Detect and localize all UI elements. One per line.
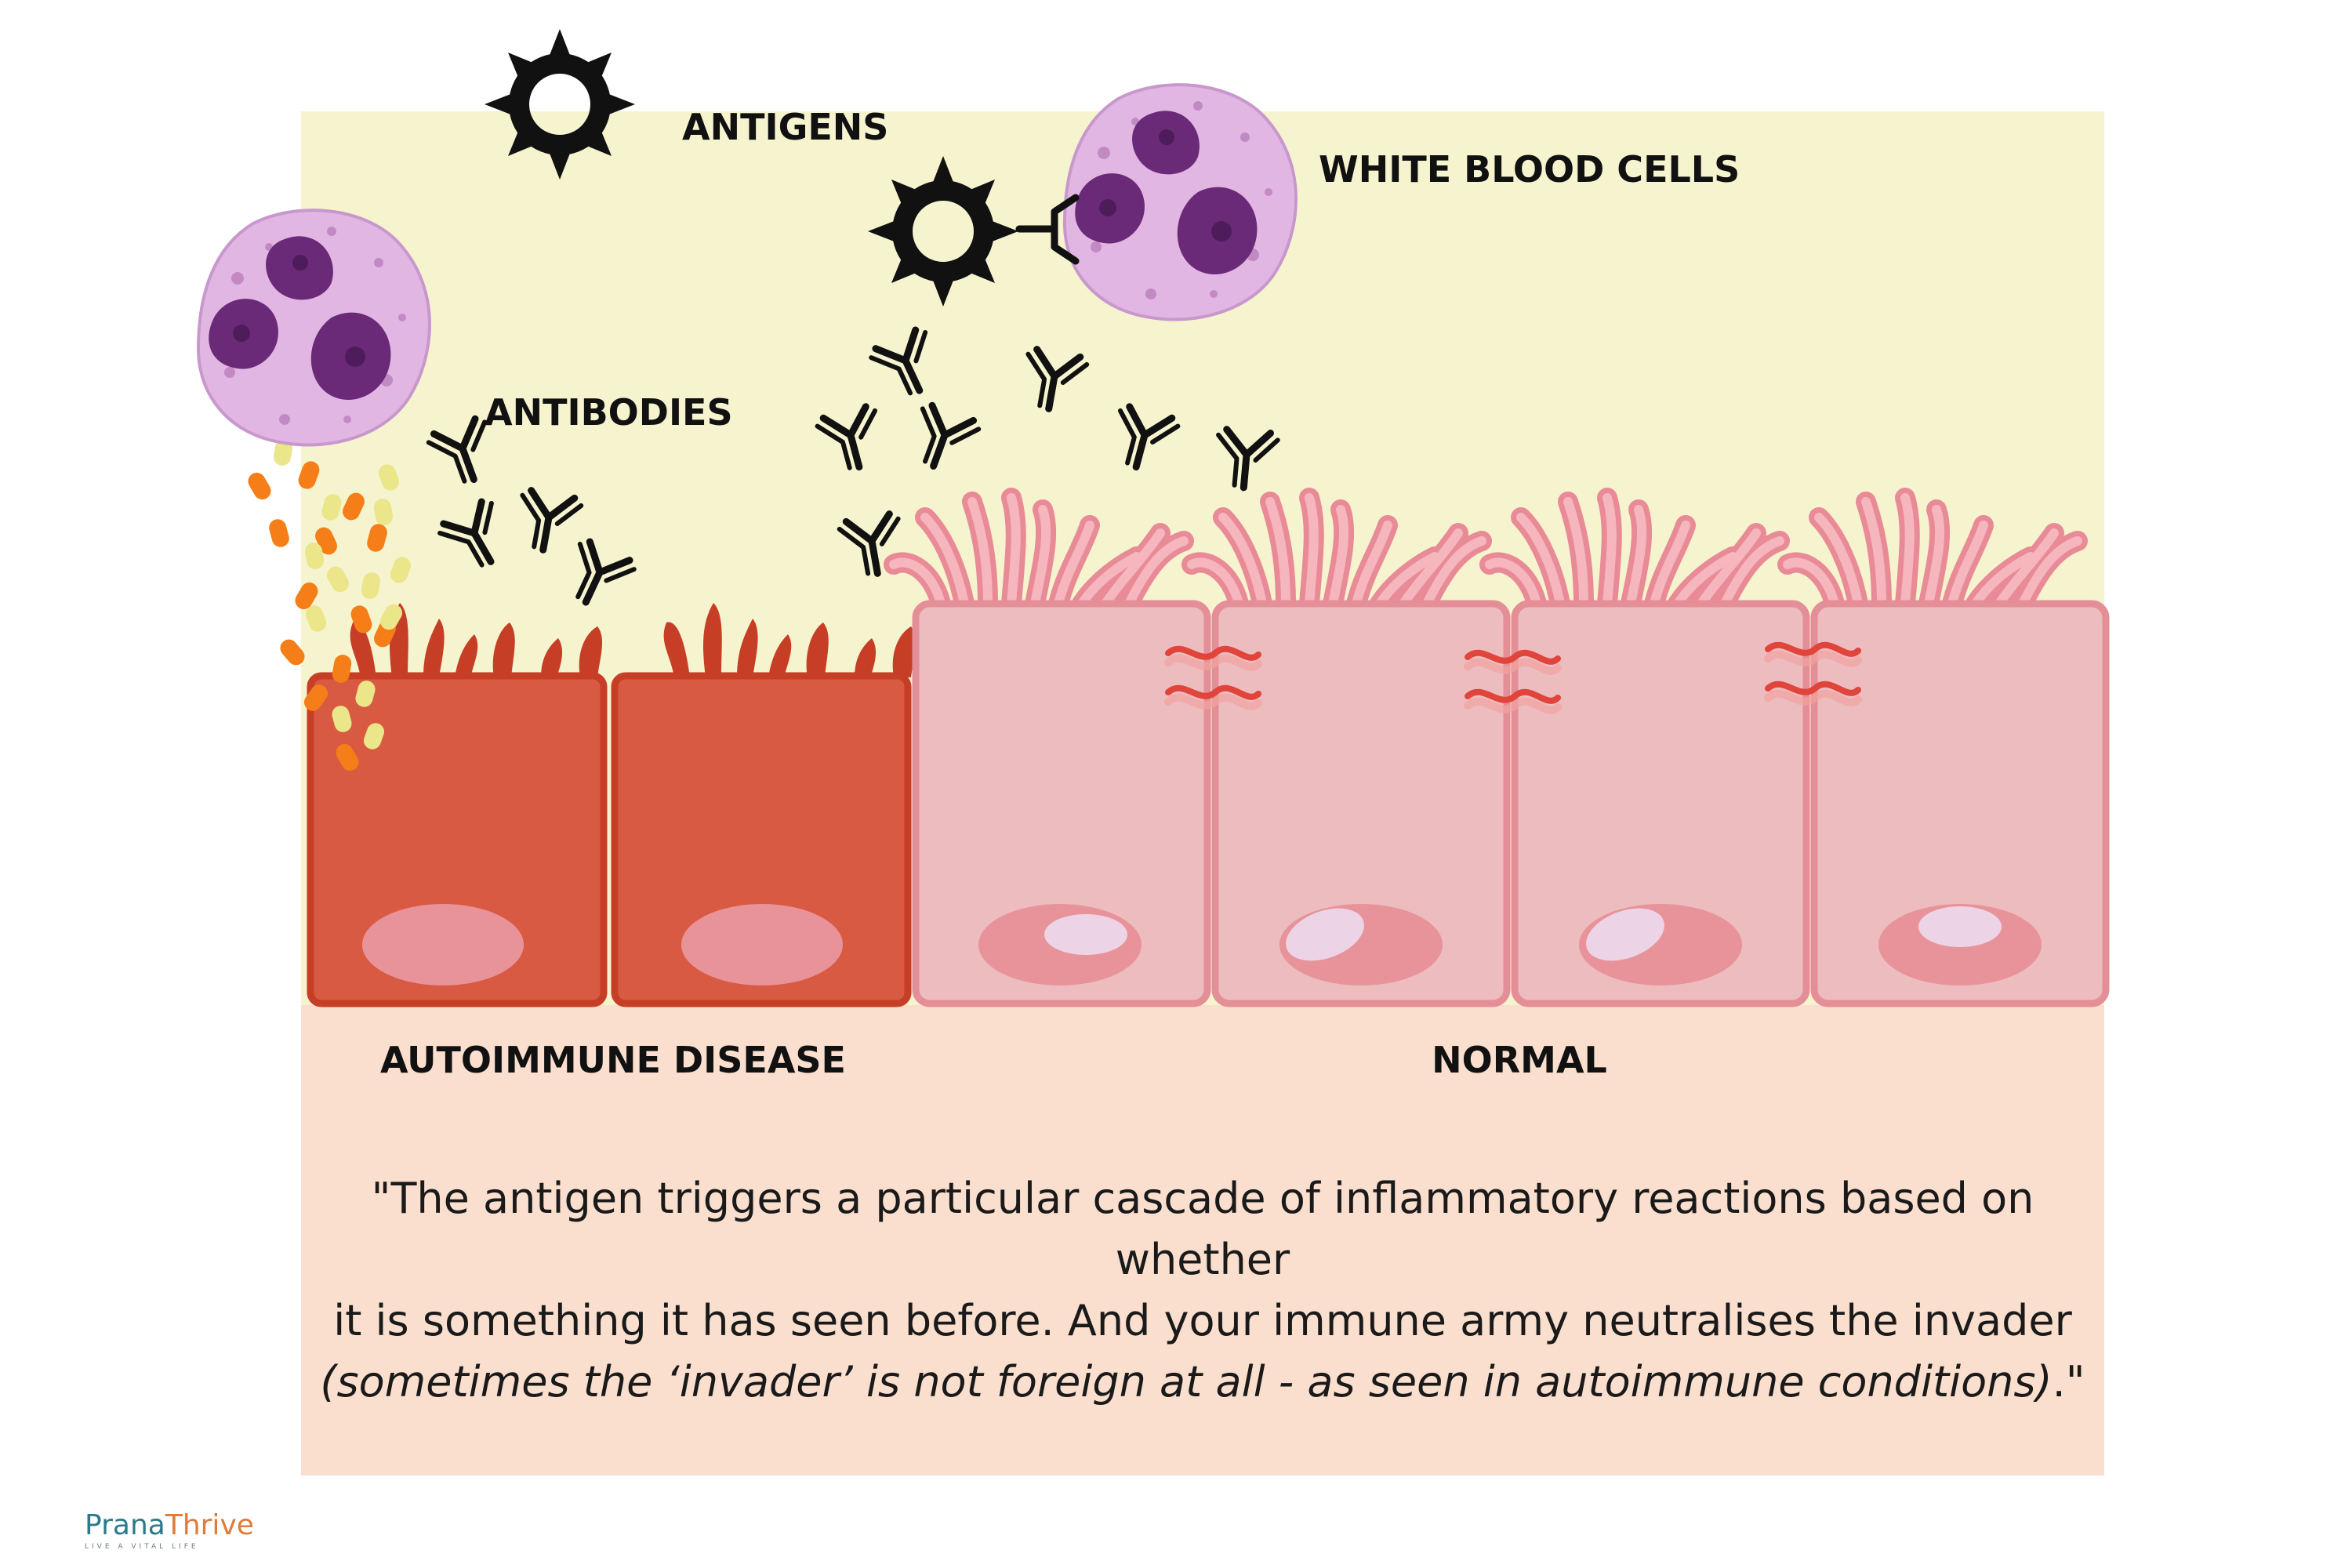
white-blood-cell-icon <box>197 209 431 447</box>
white-blood-cell-icon <box>1063 83 1298 321</box>
caption-line-3: (sometimes the ‘invader’ is not foreign … <box>301 1352 2104 1413</box>
epithelial-cell-icon <box>912 600 1211 1007</box>
label-antibodies: ANTIBODIES <box>485 391 733 434</box>
label-normal: NORMAL <box>1432 1039 1607 1081</box>
inflammatory-particles <box>248 439 412 771</box>
logo-wordmark: PranaThrive <box>85 1510 336 1541</box>
epithelial-cell-icon <box>1810 600 2110 1007</box>
label-white-blood-cells: WHITE BLOOD CELLS <box>1319 148 1740 191</box>
label-autoimmune-disease: AUTOIMMUNE DISEASE <box>380 1039 846 1081</box>
cell-nucleus <box>681 904 843 985</box>
pranathrive-logo: PranaThrive LIVE A VITAL LIFE <box>85 1510 336 1552</box>
logo-word-prana: Prana <box>85 1509 165 1541</box>
caption-line-1: "The antigen triggers a particular casca… <box>371 1174 2034 1284</box>
caption-italic: (sometimes the ‘invader’ is not foreign … <box>320 1357 2053 1406</box>
caption-end: ." <box>2052 1357 2085 1406</box>
caption: "The antigen triggers a particular casca… <box>301 1168 2104 1413</box>
normal-cells <box>912 600 2110 1007</box>
epithelial-cell-icon <box>1511 600 1810 1007</box>
label-antigens: ANTIGENS <box>682 106 888 148</box>
antigen-antibody-binding <box>1015 194 1080 265</box>
cell-nucleus <box>362 904 524 985</box>
logo-tagline: LIVE A VITAL LIFE <box>85 1543 199 1551</box>
epithelial-cell-icon <box>1211 600 1511 1007</box>
diseased-cells <box>307 672 912 1007</box>
logo-word-thrive: Thrive <box>165 1509 254 1541</box>
epithelial-cell-icon <box>611 672 912 1007</box>
lower-panel <box>301 1005 2104 1475</box>
caption-line-2: it is something it has seen before. And … <box>333 1296 2072 1345</box>
